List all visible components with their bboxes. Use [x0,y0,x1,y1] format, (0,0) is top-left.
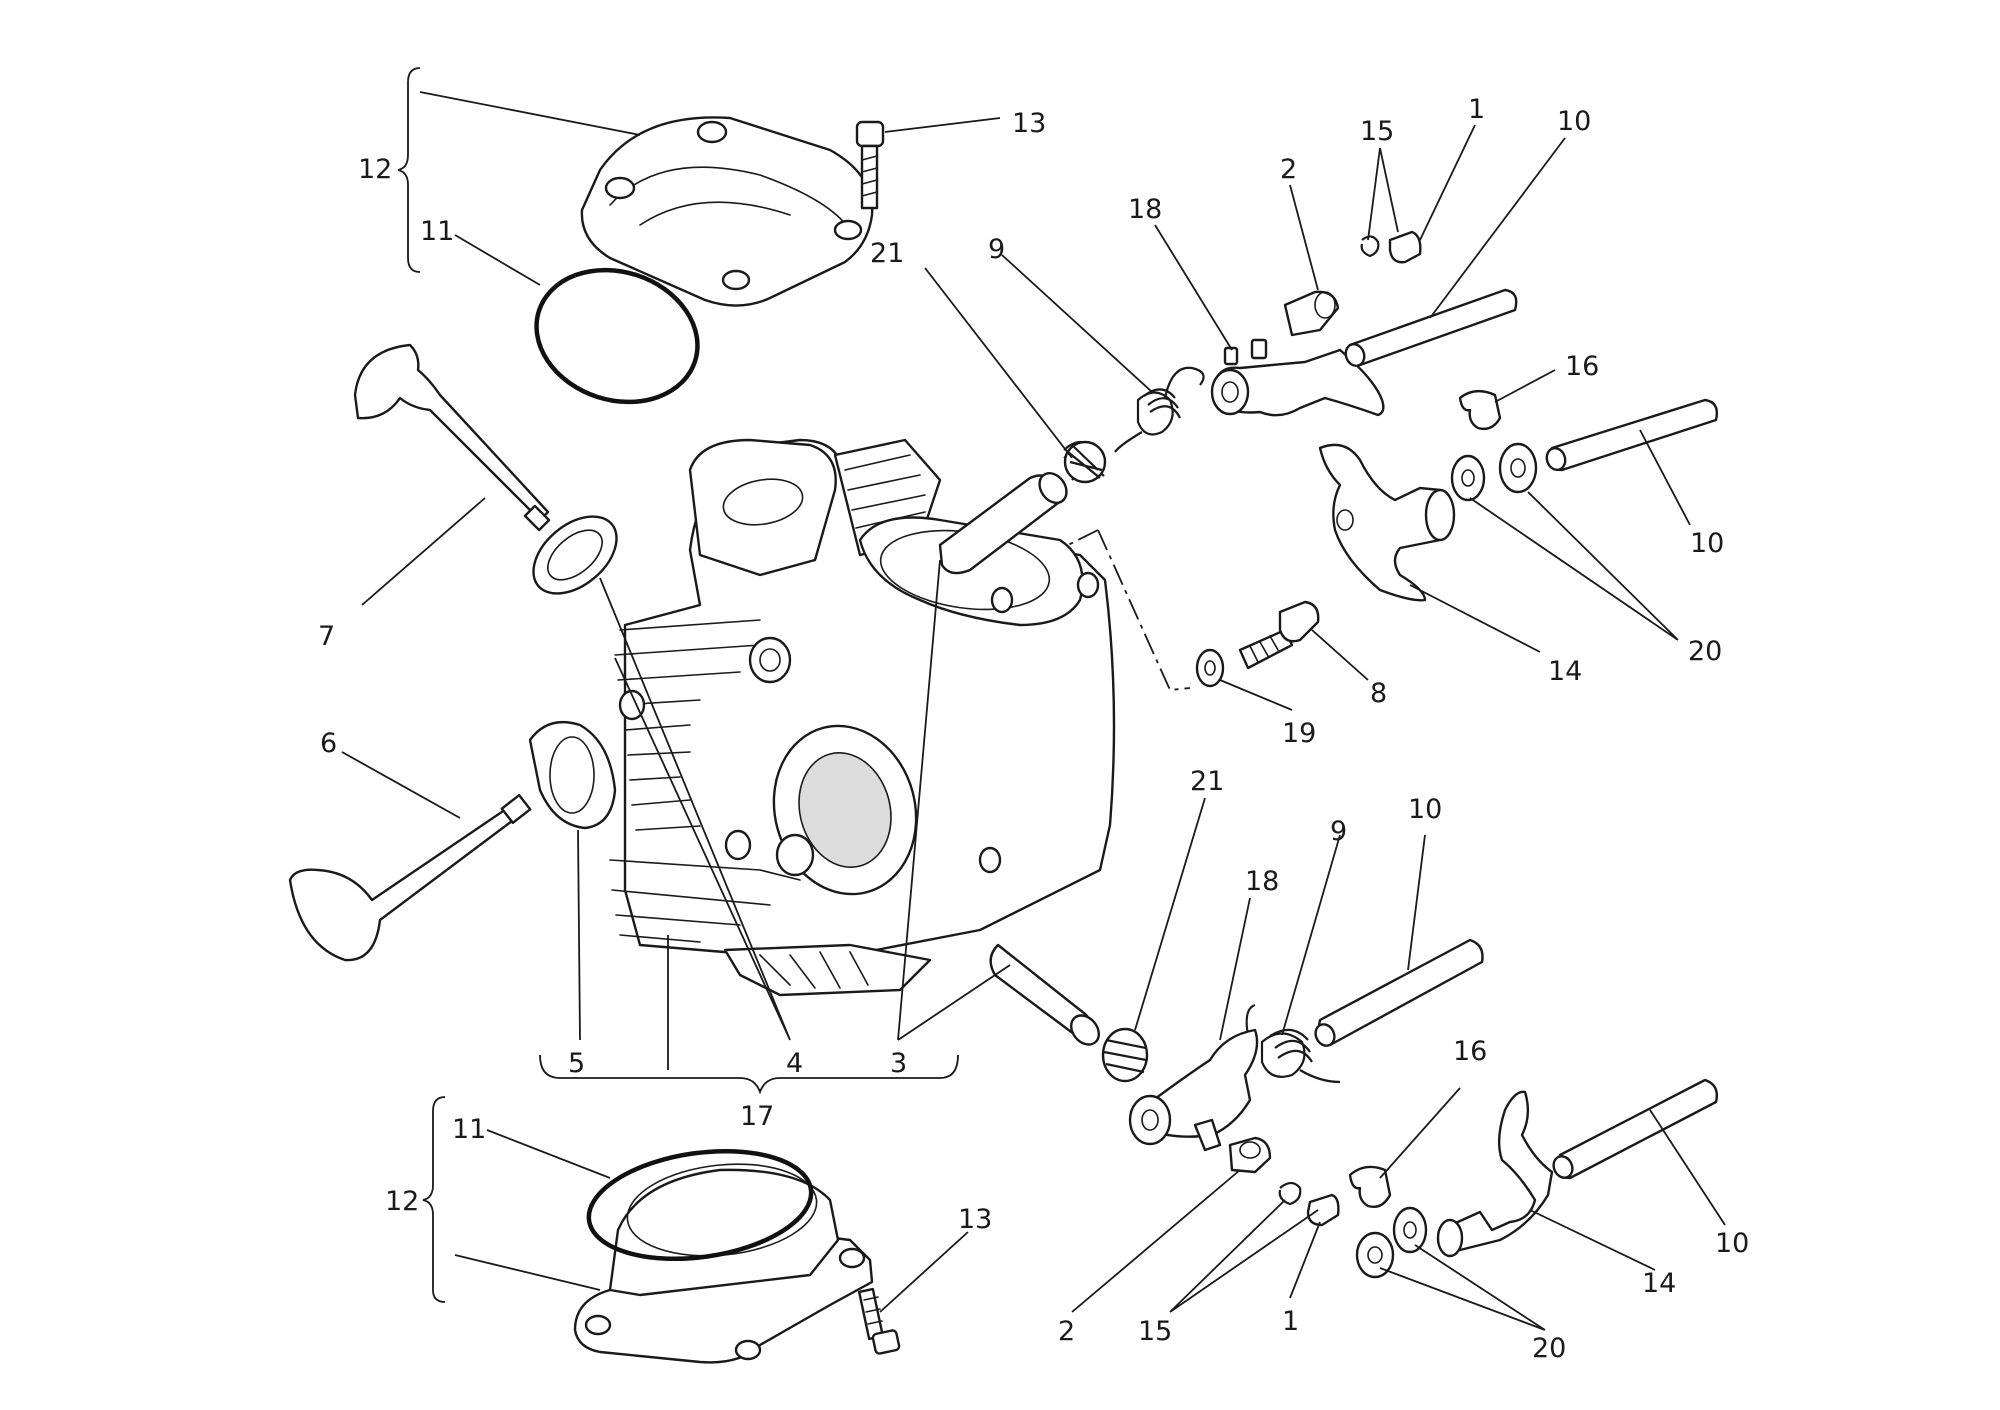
lower-shim [1228,1136,1272,1174]
upper-shaft-a [1344,288,1518,367]
bottom-cover [573,1163,874,1364]
mount-screw [1238,600,1320,670]
callout-labels: 12 11 13 7 6 5 4 3 17 21 9 18 2 15 1 10 … [318,94,1749,1364]
cylinder-head [609,438,1116,997]
callout-5: 5 [568,1048,585,1079]
callout-15-bottom: 15 [1138,1316,1172,1347]
valve-seal-lower [528,720,617,830]
upper-torsion-spring [1114,366,1205,453]
upper-valve [353,343,551,532]
top-o-ring [534,267,700,405]
callout-19: 19 [1282,718,1316,749]
callout-1-top: 1 [1468,94,1485,125]
callout-20-bottom: 20 [1532,1333,1566,1364]
callout-6: 6 [320,728,337,759]
callout-10-a: 10 [1557,106,1591,137]
bottom-o-ring [586,1148,814,1262]
top-cover [580,116,874,307]
callout-10-c: 10 [1408,794,1442,825]
lower-valve [288,793,532,962]
bottom-cover-screw [857,1287,901,1355]
callout-9-bottom: 9 [1330,816,1347,847]
lower-rocker-arm [1128,1028,1259,1152]
callout-15-top: 15 [1360,116,1394,147]
lower-cap [1306,1193,1340,1227]
callout-11-bottom: 11 [452,1114,486,1145]
upper-retainer [1458,390,1502,431]
callout-21-bottom: 21 [1190,766,1224,797]
callout-13-bottom: 13 [958,1204,992,1235]
valve-seal-upper [532,515,618,595]
mount-washer [1195,648,1225,688]
lower-clip [1278,1181,1302,1206]
callout-9-top: 9 [988,234,1005,265]
callout-17: 17 [740,1101,774,1132]
top-cover-screw [855,120,885,210]
callout-10-b: 10 [1690,528,1724,559]
callout-14-bottom: 14 [1642,1268,1676,1299]
leader-lines [341,67,1726,1331]
callout-21-top: 21 [870,238,904,269]
lower-rocker-14 [1436,1090,1554,1258]
callout-2-top: 2 [1280,154,1297,185]
callout-18-top: 18 [1128,194,1162,225]
callout-13-top: 13 [1012,108,1046,139]
callout-2-bottom: 2 [1058,1316,1075,1347]
upper-rocker-14 [1318,443,1456,602]
upper-rocker-arm [1210,338,1385,417]
callout-3: 3 [890,1048,907,1079]
callout-20-top: 20 [1688,636,1722,667]
callout-1-bottom: 1 [1282,1306,1299,1337]
upper-cap [1388,230,1422,264]
callout-4: 4 [786,1048,803,1079]
callout-11-top: 11 [420,216,454,247]
callout-12-top: 12 [358,154,392,185]
upper-small-spring [1063,440,1107,484]
upper-shim [1283,290,1340,337]
lower-guide [989,943,1100,1046]
callout-16-top: 16 [1565,351,1599,382]
lower-shaft-b [1552,1078,1719,1180]
callout-10-d: 10 [1715,1228,1749,1259]
upper-washers [1450,442,1538,502]
callout-7: 7 [318,621,335,652]
callout-14-top: 14 [1548,656,1582,687]
callout-16-bottom: 16 [1453,1036,1487,1067]
upper-guide [938,471,1068,575]
callout-18-bottom: 18 [1245,866,1279,897]
lower-small-spring [1101,1027,1149,1083]
upper-clip [1360,235,1380,258]
callout-12-bottom: 12 [385,1186,419,1217]
assembly-dashline [1067,529,1191,691]
upper-shaft-b [1545,398,1719,472]
lower-washers [1355,1206,1428,1279]
callout-8: 8 [1370,678,1387,709]
lower-shaft-a [1314,938,1484,1047]
